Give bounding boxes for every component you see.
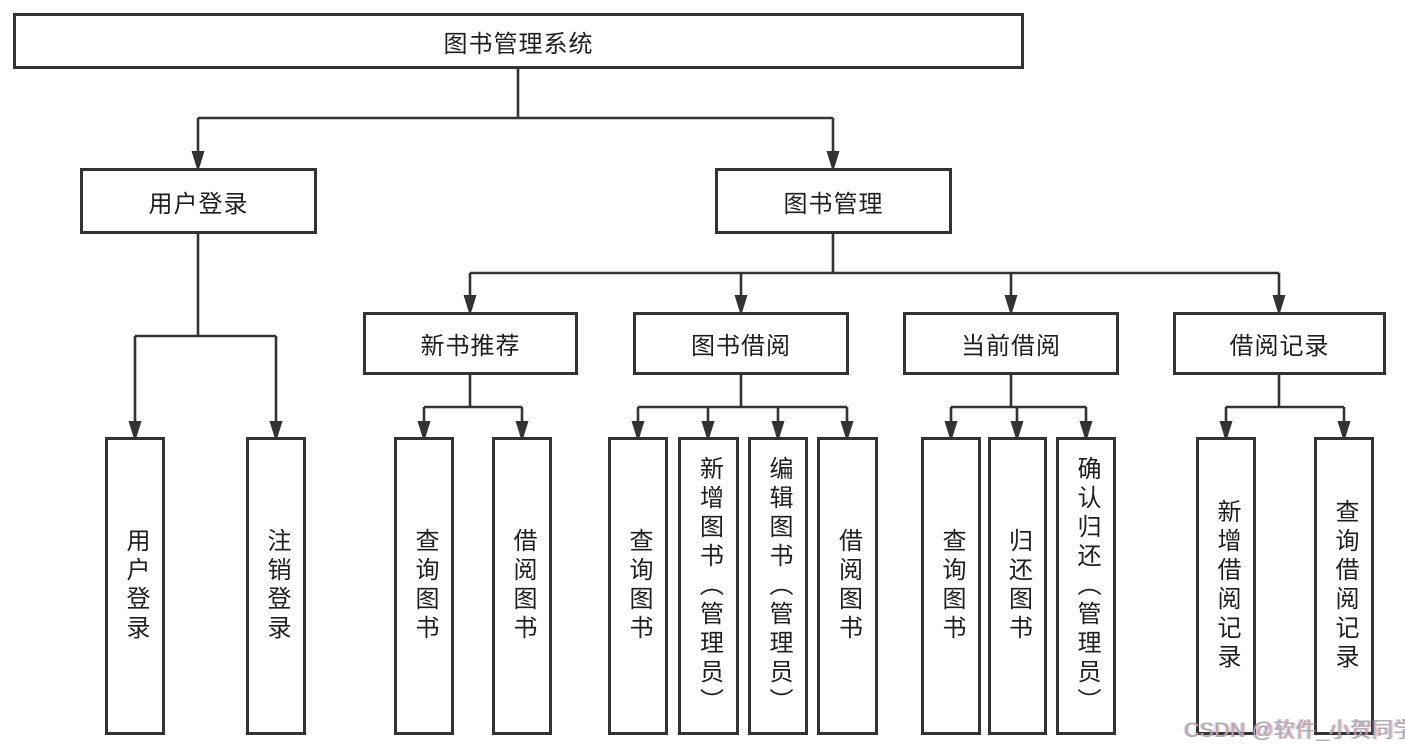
leaf-user-login: 用户登录 (105, 437, 165, 735)
leaf-bb-borrow-books: 借阅图书 (817, 437, 878, 735)
leaf-bb-edit-books: 编辑图书（管理员） (748, 437, 808, 735)
node-book-management: 图书管理 (715, 168, 952, 234)
node-user-login: 用户登录 (80, 168, 317, 234)
node-book-borrow: 图书借阅 (633, 312, 849, 375)
leaf-bb-add-books: 新增图书（管理员） (678, 437, 739, 735)
csdn-watermark: CSDN @软件_小贺同学 (1184, 719, 1405, 742)
node-root: 图书管理系统 (13, 13, 1024, 69)
tree-edges (133, 69, 1346, 428)
arrow-down-icons (128, 151, 1351, 442)
leaf-bb-query-books: 查询图书 (608, 437, 668, 735)
leaf-cb-return-books: 归还图书 (988, 437, 1047, 735)
leaf-nbr-borrow-books: 借阅图书 (492, 437, 552, 735)
leaf-br-add-record: 新增借阅记录 (1196, 437, 1256, 735)
leaf-cb-confirm-return: 确认归还（管理员） (1056, 437, 1116, 735)
leaf-br-query-record: 查询借阅记录 (1314, 437, 1374, 735)
node-current-borrow: 当前借阅 (903, 312, 1119, 375)
leaf-nbr-query-books: 查询图书 (394, 437, 454, 735)
node-borrow-records: 借阅记录 (1173, 312, 1386, 375)
node-new-book-recommend: 新书推荐 (363, 312, 578, 375)
leaf-logout: 注销登录 (246, 437, 306, 735)
leaf-cb-query-books: 查询图书 (921, 437, 981, 735)
